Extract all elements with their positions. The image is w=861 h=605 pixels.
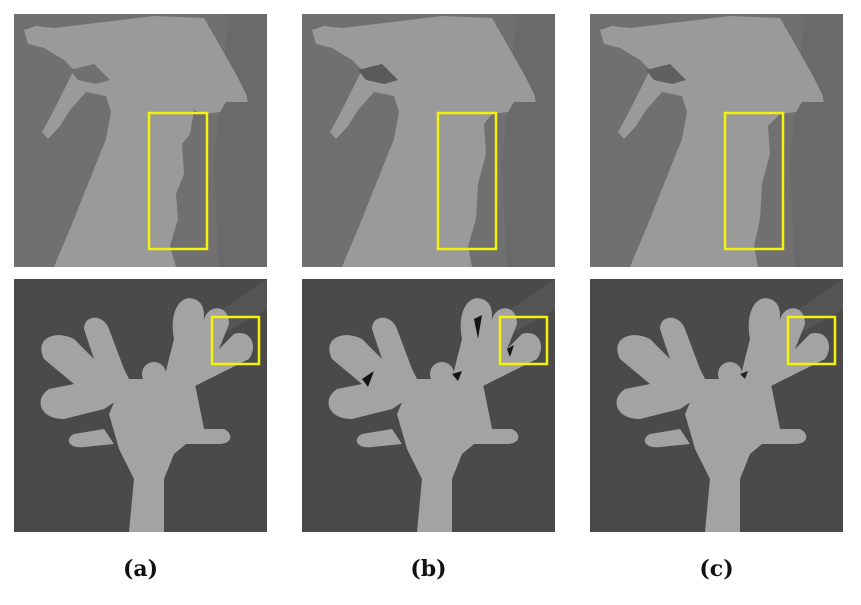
antler-toy-silhouette — [328, 298, 542, 532]
panel-c-spray-bottle — [590, 14, 843, 267]
highlight-box — [210, 315, 261, 366]
panel-a-spray-bottle — [14, 14, 267, 267]
trigger-gap — [646, 64, 686, 84]
antler-toy-silhouette — [616, 298, 830, 532]
label-a: (a) — [122, 556, 159, 582]
panel-c-antler-toy — [590, 279, 843, 532]
label-c: (c) — [699, 556, 734, 582]
trigger-gap — [358, 64, 398, 84]
highlight-box — [147, 111, 209, 251]
highlight-box — [723, 111, 785, 251]
trigger-gap — [70, 64, 110, 84]
panel-b-spray-bottle — [302, 14, 555, 267]
antler-toy-silhouette — [40, 298, 254, 532]
highlight-box — [786, 315, 837, 366]
panel-b-antler-toy — [302, 279, 555, 532]
highlight-box — [436, 111, 498, 251]
depth-hole-artifacts — [362, 315, 514, 387]
highlight-box — [498, 315, 549, 366]
panel-a-antler-toy — [14, 279, 267, 532]
depth-hole-artifacts — [740, 371, 748, 379]
label-b: (b) — [410, 556, 447, 582]
